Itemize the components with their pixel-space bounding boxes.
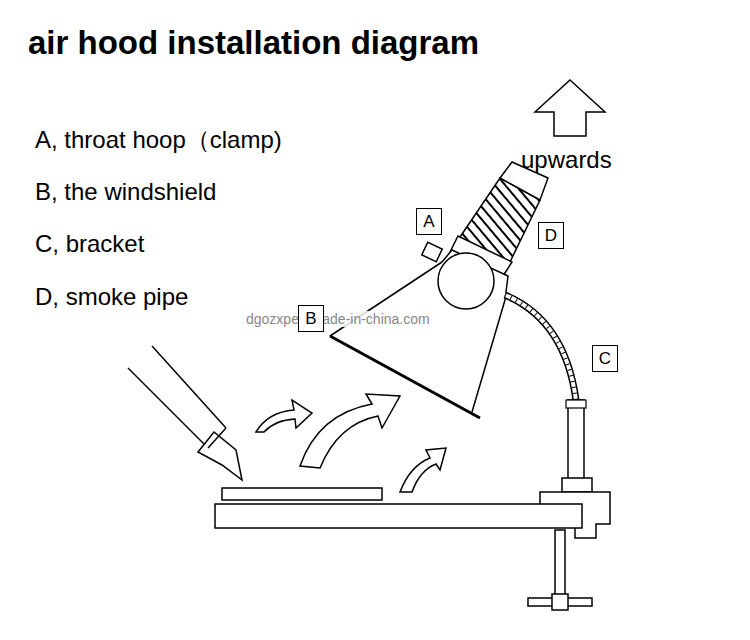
callout-letter: C <box>599 350 611 367</box>
callout-box: B <box>298 305 324 332</box>
airflow-arrows <box>256 394 446 492</box>
windshield <box>330 262 505 418</box>
callout-box: D <box>538 222 564 249</box>
callout-letter: B <box>305 310 316 327</box>
legend-line: C, bracket <box>35 230 144 258</box>
callout-letter: D <box>545 227 557 244</box>
diagram-title: air hood installation diagram <box>28 24 479 62</box>
direction-label: upwards <box>521 146 612 174</box>
up-arrow <box>535 80 605 136</box>
watermark: dgozxpen.made-in-china.com <box>244 311 432 327</box>
callout-letter: A <box>423 213 434 230</box>
throat-hoop <box>422 242 508 309</box>
bracket <box>505 295 610 610</box>
legend-line: A, throat hoop（clamp) <box>35 126 282 154</box>
legend-line: B, the windshield <box>35 178 216 206</box>
callout-box: A <box>416 208 442 235</box>
table <box>215 488 582 528</box>
legend-line: D, smoke pipe <box>35 283 188 311</box>
callout-box: C <box>592 345 618 372</box>
soldering-iron <box>128 346 242 480</box>
